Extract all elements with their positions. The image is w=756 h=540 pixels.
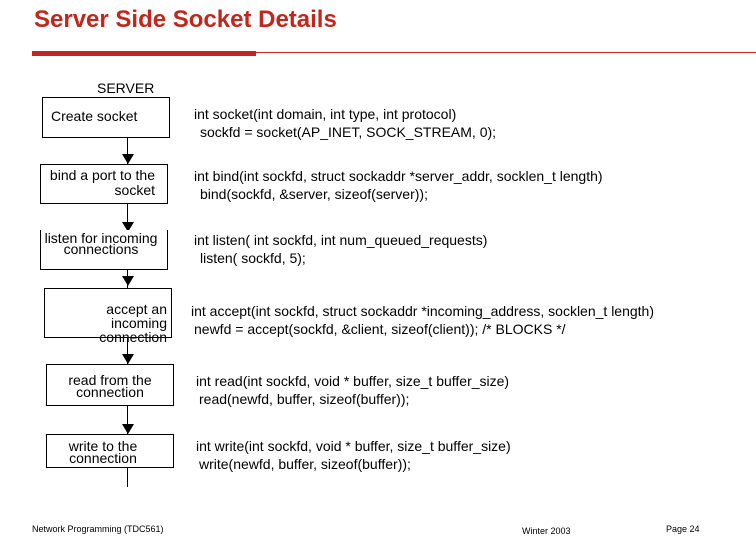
arrow-down-icon — [122, 222, 134, 232]
step-listen: listen for incoming connections — [40, 230, 168, 270]
code-signature: int read(int sockfd, void * buffer, size… — [196, 373, 510, 389]
footer-term: Winter 2003 — [522, 526, 571, 536]
code-bind: int bind(int sockfd, struct sockaddr *se… — [194, 167, 603, 203]
code-socket: int socket(int domain, int type, int pro… — [194, 105, 496, 141]
code-signature: int bind(int sockfd, struct sockaddr *se… — [194, 168, 603, 184]
code-call: listen( sockfd, 5); — [200, 250, 306, 266]
arrow-down-icon — [122, 354, 134, 364]
arrow-down-icon — [122, 276, 134, 286]
code-write: int write(int sockfd, void * buffer, siz… — [196, 437, 511, 473]
step-label: Create socket — [51, 108, 138, 124]
step-bind: bind a port to the socket — [40, 164, 168, 204]
code-read: int read(int sockfd, void * buffer, size… — [196, 372, 509, 408]
page-title: Server Side Socket Details — [34, 6, 337, 33]
footer-page-number: Page 24 — [666, 524, 700, 534]
step-label: read from the connection — [68, 372, 152, 400]
step-write: write to the connection — [46, 434, 174, 468]
title-rule — [32, 52, 756, 53]
code-listen: int listen( int sockfd, int num_queued_r… — [194, 231, 487, 267]
step-label: accept an incoming connection — [99, 301, 167, 345]
step-create-socket: Create socket — [42, 97, 170, 138]
code-call: bind(sockfd, &server, sizeof(server)); — [200, 186, 428, 202]
code-call: newfd = accept(sockfd, &client, sizeof(c… — [194, 321, 566, 337]
arrow-down-icon — [122, 424, 134, 434]
code-signature: int listen( int sockfd, int num_queued_r… — [194, 232, 488, 248]
step-label: write to the connection — [68, 438, 138, 466]
code-signature: int write(int sockfd, void * buffer, siz… — [196, 438, 511, 454]
step-label: listen for incoming connections — [44, 230, 158, 257]
code-call: sockfd = socket(AP_INET, SOCK_STREAM, 0)… — [200, 124, 497, 140]
step-accept: accept an incoming connection — [44, 288, 172, 344]
step-read: read from the connection — [46, 364, 174, 406]
step-label: bind a port to the socket — [49, 167, 155, 198]
code-accept: int accept(int sockfd, struct sockaddr *… — [191, 302, 654, 338]
server-label: SERVER — [97, 80, 155, 96]
code-call: write(newfd, buffer, sizeof(buffer)); — [199, 456, 411, 472]
title-accent-bar — [32, 51, 256, 56]
code-call: read(newfd, buffer, sizeof(buffer)); — [199, 391, 410, 407]
code-signature: int accept(int sockfd, struct sockaddr *… — [191, 303, 655, 319]
footer-course: Network Programming (TDC561) — [32, 524, 164, 534]
arrow-down-icon — [122, 154, 134, 164]
code-signature: int socket(int domain, int type, int pro… — [194, 106, 457, 122]
